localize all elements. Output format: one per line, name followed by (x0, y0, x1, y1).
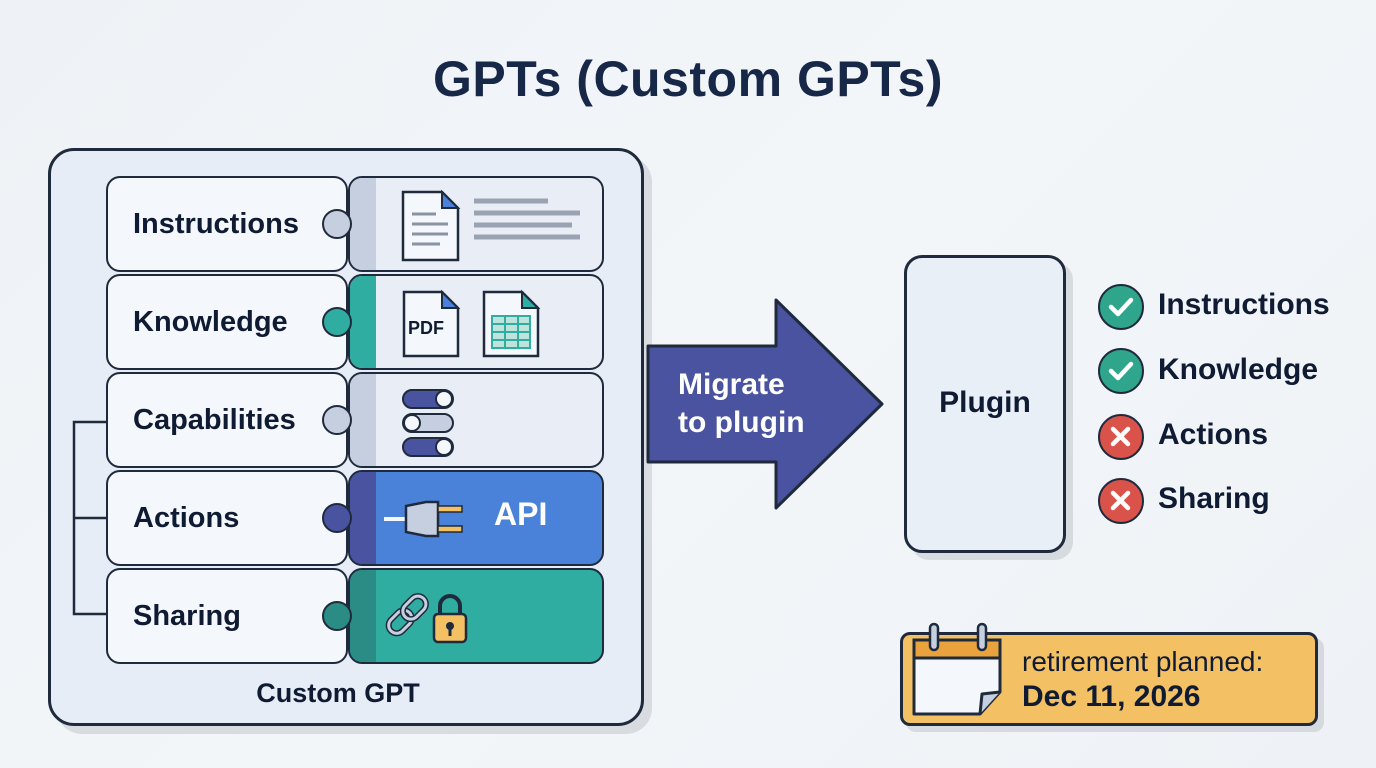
migrate-arrow (646, 298, 884, 510)
link-and-lock-icon (385, 593, 468, 644)
row-capabilities-content (348, 372, 604, 468)
spreadsheet-icon (482, 289, 541, 358)
api-label: API (494, 496, 548, 532)
row-sharing (106, 568, 348, 664)
document-icon (401, 189, 580, 262)
row-instructions (106, 176, 348, 272)
row-actions (106, 470, 348, 566)
plug-icon (384, 500, 463, 538)
feature-label-instructions: Instructions (1158, 288, 1330, 321)
migrate-arrow-label: Migrate to plugin (678, 366, 805, 442)
calendar-icon (912, 622, 1002, 716)
puzzle-knob (322, 209, 352, 239)
cross-icon (1098, 414, 1144, 460)
feature-label-actions: Actions (1158, 418, 1269, 451)
plugin-label: Plugin (939, 386, 1031, 419)
row-label-capabilities: Capabilities (133, 404, 296, 436)
row-capabilities (106, 372, 348, 468)
row-label-knowledge: Knowledge (133, 306, 288, 338)
migrate-arrow-line1: Migrate (678, 368, 785, 401)
puzzle-knob (322, 307, 352, 337)
row-label-instructions: Instructions (133, 208, 299, 240)
retirement-label: retirement planned: (1022, 646, 1264, 677)
check-icon (1098, 348, 1144, 394)
plugin-box (904, 255, 1066, 553)
row-knowledge-content (348, 274, 604, 370)
feature-label-knowledge: Knowledge (1158, 353, 1319, 386)
toggle-switches-icon (402, 389, 454, 457)
puzzle-knob (322, 601, 352, 631)
row-label-actions: Actions (133, 502, 240, 534)
row-label-sharing: Sharing (133, 600, 241, 632)
pdf-file-icon (402, 289, 461, 358)
custom-gpt-caption: Custom GPT (256, 678, 420, 708)
puzzle-knob (322, 405, 352, 435)
feature-label-sharing: Sharing (1158, 482, 1270, 515)
diagram-title: GPTs (Custom GPTs) (433, 51, 943, 107)
row-connector-bracket (72, 420, 106, 616)
retirement-date: Dec 11, 2026 (1022, 680, 1201, 713)
row-knowledge (106, 274, 348, 370)
migrate-arrow-line2: to plugin (678, 406, 805, 439)
check-icon (1098, 284, 1144, 330)
puzzle-knob (322, 503, 352, 533)
pdf-label: PDF (408, 318, 444, 338)
cross-icon (1098, 478, 1144, 524)
